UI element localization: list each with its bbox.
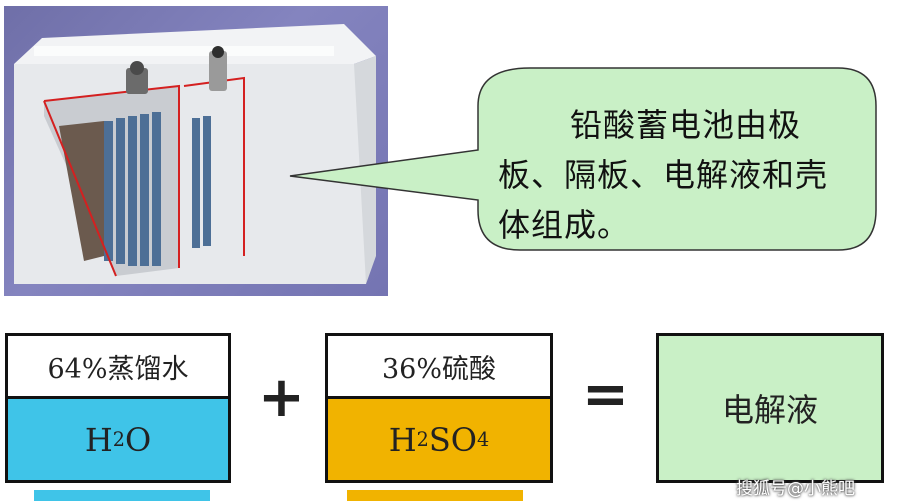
electrolyte-label: 电解液 (721, 391, 818, 429)
water-label: 64%蒸馏水 (8, 336, 228, 396)
speech-bubble (289, 67, 877, 251)
acid-label: 36%硫酸 (328, 336, 550, 396)
electrolyte-box: 电解液 (656, 333, 884, 483)
bubble-text: 铅酸蓄电池由极板、隔板、电解液和壳体组成。 (498, 106, 829, 244)
battery-cutaway-image (4, 6, 388, 296)
acid-strip (347, 490, 523, 501)
water-strip (34, 490, 210, 501)
watermark: 搜狐号@小熊吧 (736, 479, 855, 499)
equals-sign: = (582, 362, 629, 427)
plus-sign: + (258, 365, 305, 430)
